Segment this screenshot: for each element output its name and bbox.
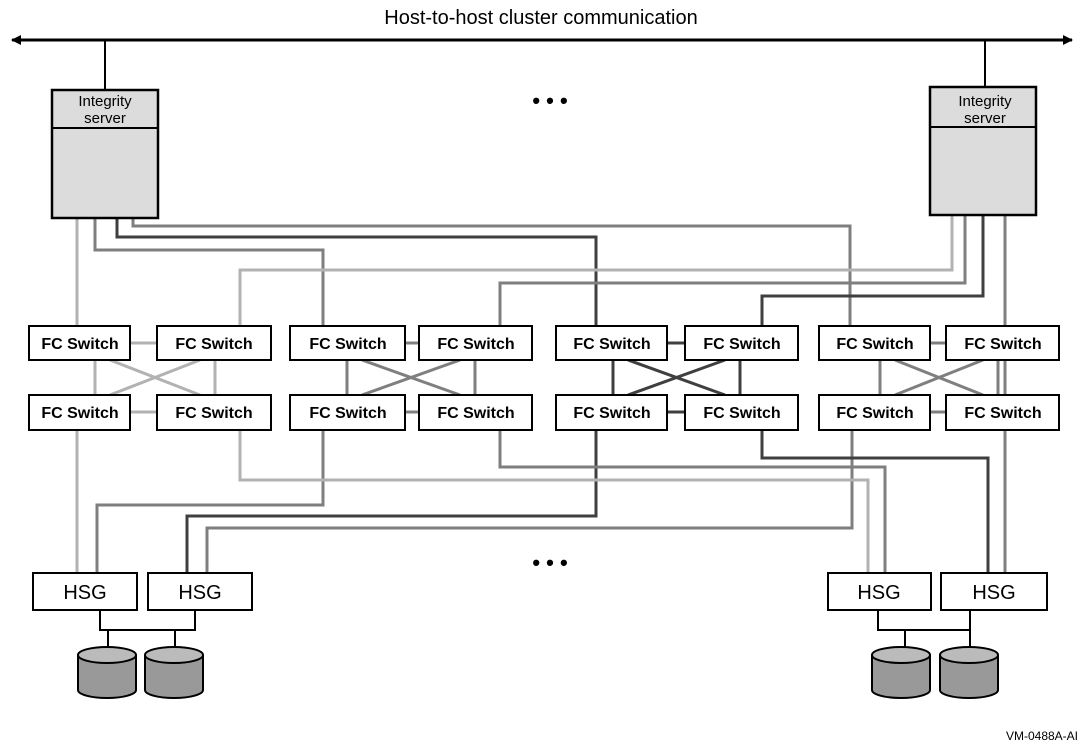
left-server-links <box>75 218 852 326</box>
hsg-label: HSG <box>63 582 106 604</box>
fc-switch: FC Switch <box>555 325 668 361</box>
diagram-title: Host-to-host cluster communication <box>384 7 697 29</box>
fc-switch-label: FC Switch <box>309 405 386 422</box>
disk-icon <box>871 646 931 699</box>
hsg-controller: HSG <box>827 572 932 611</box>
fc-switch: FC Switch <box>28 325 131 361</box>
fc-switch: FC Switch <box>684 394 799 431</box>
fc-switch-label: FC Switch <box>437 336 514 353</box>
disk-icon <box>144 646 204 699</box>
fc-switch: FC Switch <box>945 325 1060 361</box>
hsg-label: HSG <box>972 582 1015 604</box>
ellipsis-bottom: • • • <box>532 550 567 575</box>
server-label-line2: server <box>84 110 126 127</box>
hsg-label: HSG <box>178 582 221 604</box>
integrity-server: Integrity server <box>928 85 1038 217</box>
figure-credit: VM-0488A-AI <box>1006 729 1078 743</box>
ellipsis-top: • • • <box>532 88 567 113</box>
server-label-line1: Integrity <box>958 93 1012 110</box>
hsg-controller: HSG <box>940 572 1048 611</box>
fc-switch-label: FC Switch <box>703 336 780 353</box>
integrity-server: Integrity server <box>50 88 160 220</box>
fc-switch-label: FC Switch <box>836 405 913 422</box>
hsg-label: HSG <box>857 582 900 604</box>
switch-interlinks <box>93 341 1000 414</box>
hsg-controllers: HSG HSG HSG HSG <box>32 572 1048 611</box>
fc-switch-label: FC Switch <box>573 405 650 422</box>
fc-switch: FC Switch <box>156 394 272 431</box>
fc-switch: FC Switch <box>289 394 406 431</box>
fc-switch: FC Switch <box>818 325 931 361</box>
hsg-controller: HSG <box>147 572 253 611</box>
fc-switch-label: FC Switch <box>41 336 118 353</box>
server-label-line1: Integrity <box>78 93 132 110</box>
fc-switch-label: FC Switch <box>964 405 1041 422</box>
fc-switch: FC Switch <box>156 325 272 361</box>
fc-switch-label: FC Switch <box>964 336 1041 353</box>
disk-links <box>99 610 971 650</box>
fc-switch-label: FC Switch <box>573 336 650 353</box>
fc-switch: FC Switch <box>818 394 931 431</box>
fc-switch: FC Switch <box>418 394 533 431</box>
disk-icon <box>939 646 999 699</box>
hsg-controller: HSG <box>32 572 138 611</box>
fc-switch-label: FC Switch <box>41 405 118 422</box>
fc-switch-label: FC Switch <box>836 336 913 353</box>
fibre-wiring <box>75 215 1007 650</box>
fc-switches: FC Switch FC Switch FC Switch FC Switch … <box>28 325 1060 431</box>
fc-switch: FC Switch <box>418 325 533 361</box>
fc-switch: FC Switch <box>684 325 799 361</box>
fc-switch: FC Switch <box>28 394 131 431</box>
disk-icon <box>77 646 137 699</box>
server-label-line2: server <box>964 110 1006 127</box>
fc-switch: FC Switch <box>289 325 406 361</box>
fc-switch-label: FC Switch <box>175 336 252 353</box>
fc-switch-label: FC Switch <box>309 336 386 353</box>
storage-links <box>75 430 990 573</box>
fc-switch-label: FC Switch <box>175 405 252 422</box>
fc-switch-label: FC Switch <box>703 405 780 422</box>
fc-switch: FC Switch <box>555 394 668 431</box>
fc-switch: FC Switch <box>945 394 1060 431</box>
fc-switch-label: FC Switch <box>437 405 514 422</box>
disks <box>77 646 999 699</box>
